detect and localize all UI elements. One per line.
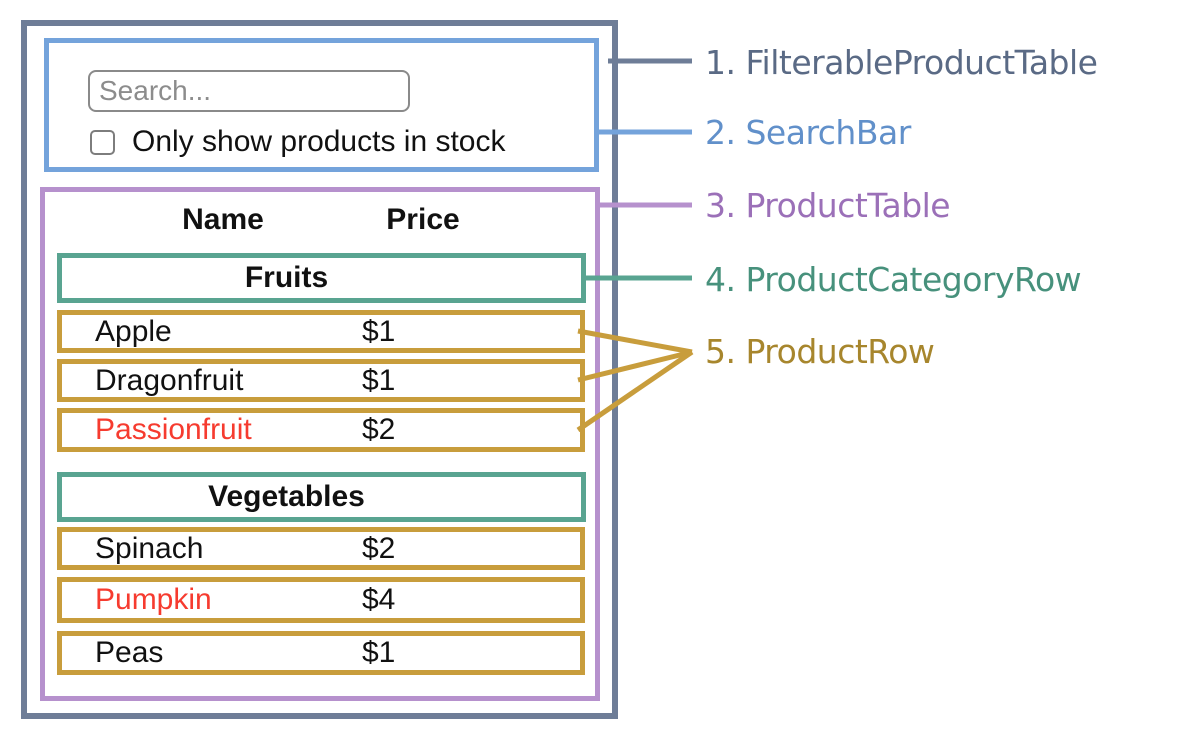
category-label: Vegetables — [208, 480, 365, 513]
legend-product-table: 3. ProductTable — [705, 186, 951, 225]
product-price: $1 — [362, 314, 396, 348]
product-name: Passionfruit — [95, 413, 252, 446]
product-name: Apple — [95, 314, 172, 348]
product-row-apple: Apple $1 — [57, 310, 585, 353]
product-row-peas: Peas $1 — [57, 631, 585, 675]
product-price: $1 — [362, 363, 396, 397]
legend-product-category-row: 4. ProductCategoryRow — [705, 260, 1082, 299]
legend-filterable-product-table: 1. FilterableProductTable — [705, 43, 1098, 82]
product-row-pumpkin: Pumpkin $4 — [57, 577, 585, 623]
search-bar-box: Only show products in stock — [44, 38, 599, 172]
category-label: Fruits — [244, 261, 329, 294]
column-header-name: Name — [182, 203, 264, 236]
product-price: $4 — [362, 583, 396, 616]
in-stock-checkbox-label: Only show products in stock — [132, 125, 506, 158]
legend-search-bar: 2. SearchBar — [705, 113, 911, 152]
in-stock-checkbox[interactable] — [90, 129, 115, 155]
legend-product-row: 5. ProductRow — [705, 332, 935, 371]
stock-filter-row: Only show products in stock — [90, 125, 506, 158]
product-name: Spinach — [95, 531, 204, 565]
product-table-box: Name Price Fruits Apple $1 Dragonfruit $… — [40, 187, 600, 701]
product-category-row-fruits: Fruits — [57, 253, 586, 303]
product-name: Dragonfruit — [95, 363, 244, 397]
product-category-row-vegetables: Vegetables — [57, 472, 586, 522]
product-name: Peas — [95, 636, 164, 669]
product-row-dragonfruit: Dragonfruit $1 — [57, 359, 585, 402]
column-header-price: Price — [386, 203, 460, 236]
filterable-product-table-box: Only show products in stock Name Price F… — [21, 20, 618, 719]
product-name: Pumpkin — [95, 583, 212, 616]
product-price: $2 — [362, 413, 396, 446]
search-input[interactable] — [88, 70, 410, 112]
product-price: $2 — [362, 531, 396, 565]
product-row-spinach: Spinach $2 — [57, 527, 585, 570]
product-row-passionfruit: Passionfruit $2 — [57, 408, 585, 452]
product-price: $1 — [362, 636, 396, 669]
